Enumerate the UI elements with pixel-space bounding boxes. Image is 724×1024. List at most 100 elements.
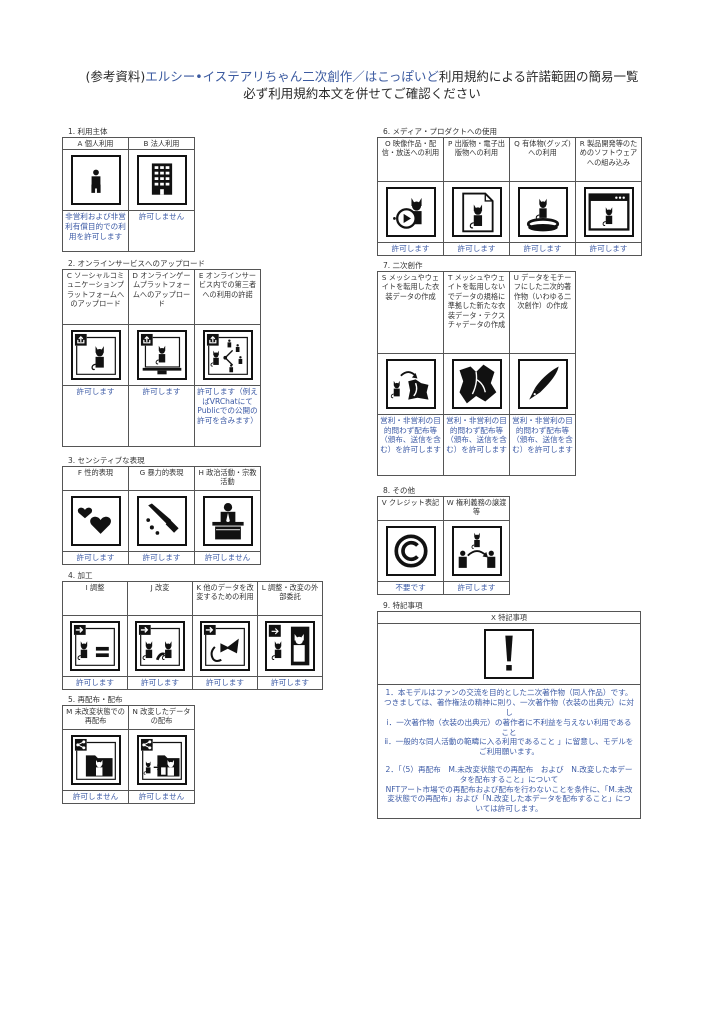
permission-status: 許可します bbox=[377, 242, 444, 256]
item-header: X 特記事項 bbox=[377, 610, 641, 625]
pen-icon bbox=[517, 359, 568, 409]
item-header: G 暴力的表現 bbox=[128, 466, 195, 491]
item-header: L 調整・改変の外部委託 bbox=[257, 581, 323, 616]
special-notes-text: 1．本モデルはファンの交流を目的とした二次著作物（同人作品）です。つきましては、… bbox=[377, 684, 641, 819]
item-header: T メッシュやウェイトを転用しないでデータの規格に準拠した新たな衣装データ・テク… bbox=[443, 271, 510, 354]
permission-table: O 映像作品・配信・放送への利用 P 出版物・電子出版物への利用 Q 有体物(グ… bbox=[377, 137, 642, 256]
permission-status: 許可しません bbox=[62, 790, 129, 804]
exclamation-icon bbox=[484, 629, 534, 680]
permission-status: 営利・非営利の目的問わず配布等（頒布、送信を含む）を許可します bbox=[509, 414, 576, 476]
notes-table: X 特記事項 1．本モデルはファンの交流を目的とした二次著作物（同人作品）です。… bbox=[377, 610, 641, 819]
section-label: 7. 二次創作 bbox=[383, 261, 423, 270]
goods-icon bbox=[517, 187, 568, 237]
item-header: U データをモチーフにした二次的著作物（いわゆる二次創作）の作成 bbox=[509, 271, 576, 354]
item-header: N 改変したデータの配布 bbox=[128, 705, 195, 730]
item-header: I 調整 bbox=[62, 581, 128, 616]
permission-status: 許可します bbox=[443, 581, 510, 595]
permission-status: 許可します bbox=[575, 242, 642, 256]
adjust-icon bbox=[70, 621, 120, 671]
distribute-modified-icon bbox=[136, 735, 187, 785]
upload-share-icon bbox=[202, 330, 253, 380]
section-media-products: 6. メディア・プロダクトへの使用 O 映像作品・配信・放送への利用 P 出版物… bbox=[377, 126, 642, 256]
permission-table: A 個人利用 B 法人利用 非営利および非営利有償目的での利用を許可します 許可… bbox=[62, 136, 195, 253]
building-icon bbox=[136, 155, 187, 206]
section-online-upload: 2. オンラインサービスへのアップロード C ソーシャルコミュニケーションプラッ… bbox=[62, 258, 261, 447]
permission-status: 許可します bbox=[128, 551, 195, 565]
item-header: W 権利義務の譲渡等 bbox=[443, 496, 510, 521]
modify-icon bbox=[135, 621, 185, 671]
section-sensitive-expression: 3. センシティブな表現 F 性的表現 G 暴力的表現 H 政治活動・宗教活動 … bbox=[62, 455, 261, 565]
permission-status: 許可します bbox=[192, 676, 258, 690]
copyright-icon bbox=[385, 526, 436, 576]
permission-status: 許可します bbox=[257, 676, 323, 690]
permission-status: 営利・非営利の目的問わず配布等（頒布、送信を含む）を許可します bbox=[443, 414, 510, 476]
section-usage-subject: 1. 利用主体 A 個人利用 B 法人利用 非営利および非営利有償目的での利用を… bbox=[62, 126, 195, 253]
permission-status: 許可します bbox=[62, 385, 129, 447]
permission-status: 許可します bbox=[443, 242, 510, 256]
item-header: D オンラインゲームプラットフォームへのアップロード bbox=[128, 269, 195, 325]
section-label: 4. 加工 bbox=[68, 571, 93, 580]
item-header: E オンラインサービス内での第三者への利用の許諾 bbox=[194, 269, 261, 325]
permission-table: F 性的表現 G 暴力的表現 H 政治活動・宗教活動 許可します 許可します 許… bbox=[62, 466, 261, 565]
permission-status: 許可しません bbox=[128, 790, 195, 804]
permission-status: 許可します（例えばVRChatにてPublicでの公開の許可を含みます） bbox=[194, 385, 261, 447]
permission-status: 許可します bbox=[127, 676, 193, 690]
item-header: S メッシュやウェイトを転用した衣装データの作成 bbox=[377, 271, 444, 354]
section-redistribution: 5. 再配布・配布 M 未改変状態での再配布 N 改変したデータの配布 許可しま… bbox=[62, 694, 195, 804]
section-others: 8. その他 V クレジット表記 W 権利義務の譲渡等 不要です 許可します bbox=[377, 485, 510, 595]
permission-table: M 未改変状態での再配布 N 改変したデータの配布 許可しません 許可しません bbox=[62, 705, 195, 804]
permission-table: I 調整 J 改変 K 他のデータを改変するための利用 L 調整・改変の外部委託… bbox=[62, 581, 323, 690]
permission-table: S メッシュやウェイトを転用した衣装データの作成 T メッシュやウェイトを転用し… bbox=[377, 271, 576, 476]
section-label: 6. メディア・プロダクトへの使用 bbox=[383, 127, 498, 136]
publication-icon bbox=[451, 187, 502, 237]
software-icon bbox=[583, 187, 634, 237]
video-icon bbox=[385, 187, 436, 237]
section-label: 5. 再配布・配布 bbox=[68, 695, 123, 704]
costume-new-icon bbox=[451, 359, 502, 409]
item-header: A 個人利用 bbox=[62, 136, 129, 151]
page-subtitle: 必ず利用規約本文を併せてご確認ください bbox=[243, 86, 481, 101]
use-other-data-icon bbox=[200, 621, 250, 671]
item-header: O 映像作品・配信・放送への利用 bbox=[377, 137, 444, 182]
section-label: 2. オンラインサービスへのアップロード bbox=[68, 259, 206, 268]
permission-table: V クレジット表記 W 権利義務の譲渡等 不要です 許可します bbox=[377, 496, 510, 595]
permission-status: 許可しません bbox=[194, 551, 261, 565]
redistribute-icon bbox=[70, 735, 121, 785]
knife-icon bbox=[136, 496, 187, 546]
permission-status: 許可します bbox=[62, 676, 128, 690]
section-processing: 4. 加工 I 調整 J 改変 K 他のデータを改変するための利用 L 調整・改… bbox=[62, 570, 323, 690]
item-header: R 製品開発等のためのソフトウェアへの組み込み bbox=[575, 137, 642, 182]
upload-game-icon bbox=[136, 330, 187, 380]
podium-icon bbox=[202, 496, 253, 546]
transfer-icon bbox=[451, 526, 502, 576]
item-header: V クレジット表記 bbox=[377, 496, 444, 521]
permission-table: C ソーシャルコミュニケーションプラットフォームへのアップロード D オンライン… bbox=[62, 269, 261, 447]
permission-status: 不要です bbox=[377, 581, 444, 595]
item-header: J 改変 bbox=[127, 581, 193, 616]
section-derivative-works: 7. 二次創作 S メッシュやウェイトを転用した衣装データの作成 T メッシュや… bbox=[377, 260, 576, 476]
permission-status: 許可します bbox=[509, 242, 576, 256]
item-header: B 法人利用 bbox=[128, 136, 195, 151]
item-header: P 出版物・電子出版物への利用 bbox=[443, 137, 510, 182]
person-icon bbox=[70, 155, 121, 206]
outsource-icon bbox=[265, 621, 315, 671]
item-header: H 政治活動・宗教活動 bbox=[194, 466, 261, 491]
section-label: 3. センシティブな表現 bbox=[68, 456, 145, 465]
permission-status: 非営利および非営利有償目的での利用を許可します bbox=[62, 210, 129, 253]
permission-status: 営利・非営利の目的問わず配布等（頒布、送信を含む）を許可します bbox=[377, 414, 444, 476]
item-header: K 他のデータを改変するための利用 bbox=[192, 581, 258, 616]
section-label: 9. 特記事項 bbox=[383, 601, 423, 610]
section-label: 8. その他 bbox=[383, 486, 416, 495]
permission-status: 許可します bbox=[128, 385, 195, 447]
permission-status: 許可します bbox=[62, 551, 129, 565]
permission-status: 許可しません bbox=[128, 210, 195, 253]
item-header: F 性的表現 bbox=[62, 466, 129, 491]
section-label: 1. 利用主体 bbox=[68, 127, 108, 136]
upload-social-icon bbox=[70, 330, 121, 380]
item-header: C ソーシャルコミュニケーションプラットフォームへのアップロード bbox=[62, 269, 129, 325]
costume-convert-icon bbox=[385, 359, 436, 409]
item-header: Q 有体物(グッズ)への利用 bbox=[509, 137, 576, 182]
section-special-notes: 9. 特記事項 X 特記事項 1．本モデルはファンの交流を目的とした二次著作物（… bbox=[377, 600, 641, 819]
page-title: (参考資料)エルシー•イステアリちゃん二次創作／はこっぽいど利用規約による許諾範… bbox=[85, 69, 639, 84]
hearts-icon bbox=[70, 496, 121, 546]
